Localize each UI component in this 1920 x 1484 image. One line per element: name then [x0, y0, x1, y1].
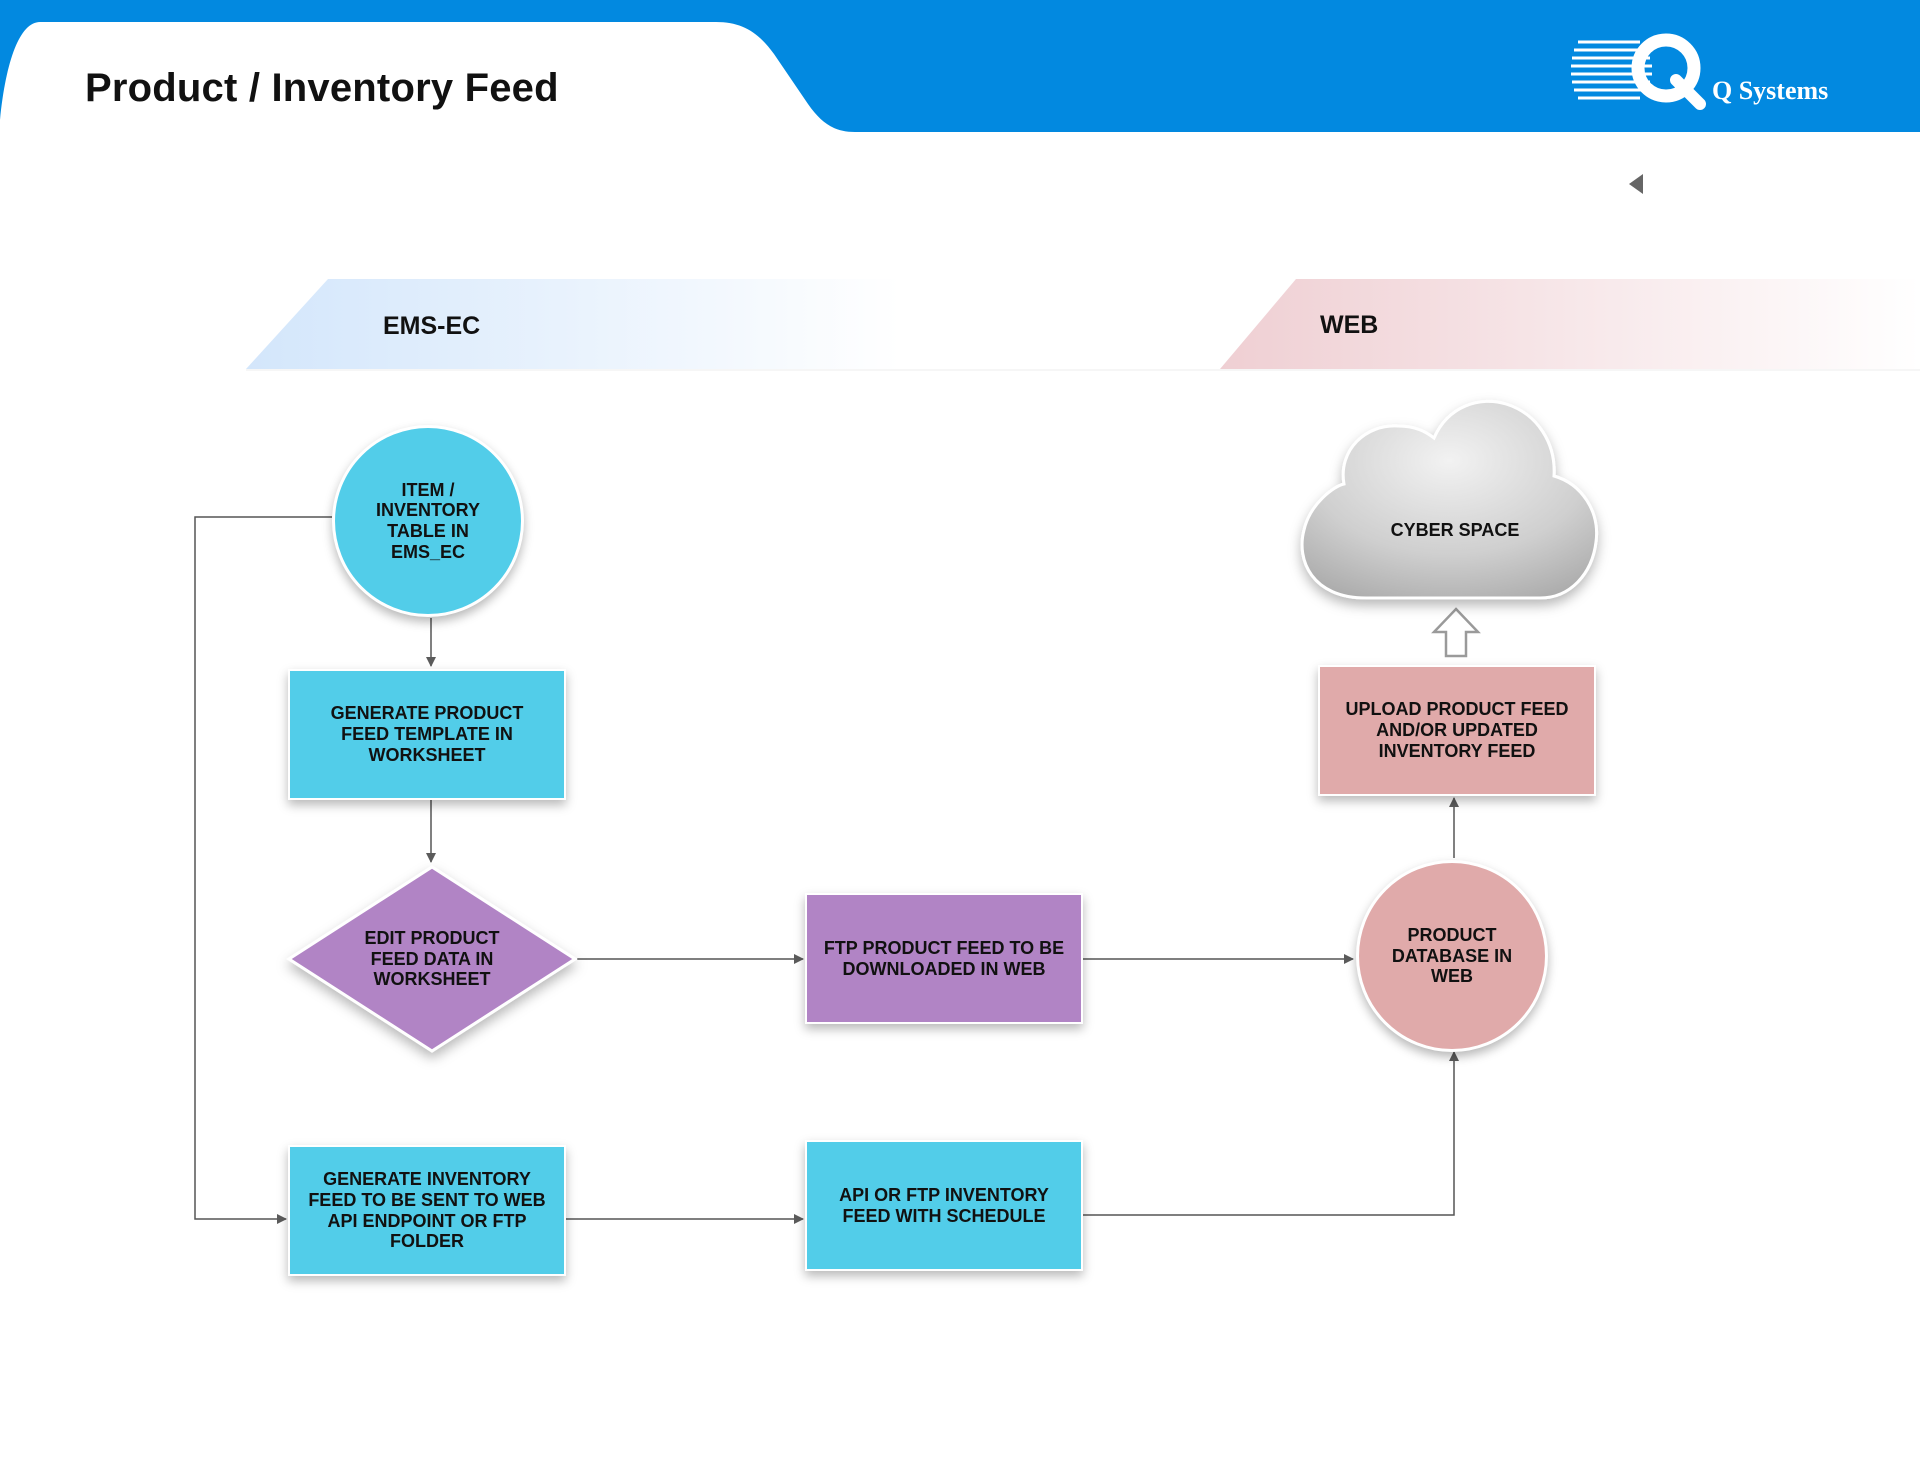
diamond-shape — [286, 865, 578, 1053]
node-upload-feed-label: UPLOAD PRODUCT FEED AND/OR UPDATED INVEN… — [1345, 699, 1569, 761]
edge-item-to-inventory — [194, 516, 332, 1224]
up-arrow-icon — [1431, 607, 1481, 658]
node-product-db-label: PRODUCT DATABASE IN WEB — [1391, 924, 1513, 987]
node-ftp-feed[interactable]: FTP PRODUCT FEED TO BE DOWNLOADED IN WEB — [805, 893, 1083, 1024]
node-item-table-label: ITEM / INVENTORY TABLE IN EMS_EC — [375, 479, 481, 562]
node-api-ftp-label: API OR FTP INVENTORY FEED WITH SCHEDULE — [839, 1184, 1049, 1226]
node-generate-inventory[interactable]: GENERATE INVENTORY FEED TO BE SENT TO WE… — [288, 1145, 566, 1276]
cloud-shape — [1300, 399, 1599, 600]
node-product-db[interactable]: PRODUCT DATABASE IN WEB — [1356, 860, 1548, 1052]
page-title: Product / Inventory Feed — [85, 66, 559, 110]
lane-label-web: WEB — [1320, 311, 1379, 339]
node-generate-inventory-label: GENERATE INVENTORY FEED TO BE SENT TO WE… — [308, 1169, 546, 1252]
node-ftp-feed-label: FTP PRODUCT FEED TO BE DOWNLOADED IN WEB — [823, 937, 1065, 979]
node-item-table[interactable]: ITEM / INVENTORY TABLE IN EMS_EC — [332, 425, 524, 617]
node-cyber-space[interactable]: CYBER SPACE — [1340, 500, 1570, 560]
lane-band-web — [1220, 279, 1920, 369]
header-banner — [0, 0, 1920, 132]
lane-label-ems: EMS-EC — [383, 312, 481, 340]
node-upload-feed[interactable]: UPLOAD PRODUCT FEED AND/OR UPDATED INVEN… — [1318, 665, 1596, 796]
triangle-left-icon[interactable] — [1629, 174, 1643, 194]
node-generate-template[interactable]: GENERATE PRODUCT FEED TEMPLATE IN WORKSH… — [288, 669, 566, 800]
node-api-ftp[interactable]: API OR FTP INVENTORY FEED WITH SCHEDULE — [805, 1140, 1083, 1271]
lane-band-ems — [246, 279, 900, 369]
node-cyber-space-label: CYBER SPACE — [1390, 519, 1520, 540]
edge-api-to-db — [1083, 1051, 1459, 1216]
node-edit-feed[interactable]: EDIT PRODUCT FEED DATA IN WORKSHEET — [350, 905, 514, 1013]
brand-name: Q Systems — [1712, 76, 1829, 105]
node-edit-feed-label: EDIT PRODUCT FEED DATA IN WORKSHEET — [364, 927, 500, 990]
node-generate-template-label: GENERATE PRODUCT FEED TEMPLATE IN WORKSH… — [330, 703, 524, 765]
q-systems-logo-icon — [1571, 33, 1706, 110]
